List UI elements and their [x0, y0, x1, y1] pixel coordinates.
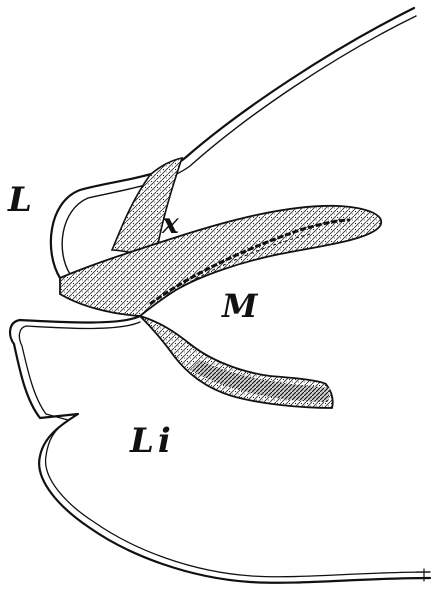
upper-arm-m: [60, 206, 381, 316]
label-l: L: [8, 183, 32, 217]
lower-lip-membrane: [10, 316, 430, 583]
label-m: M: [222, 290, 257, 322]
lower-arm-m: [140, 316, 333, 408]
label-x: x: [162, 210, 179, 238]
label-li: Li: [130, 424, 175, 458]
